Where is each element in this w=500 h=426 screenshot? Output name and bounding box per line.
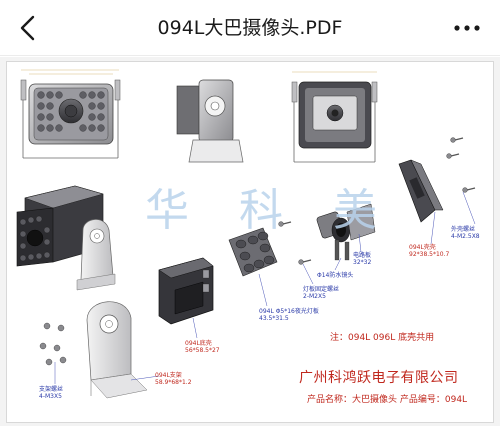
- shared-shell-note: 注：094L 096L 底壳共用: [330, 333, 435, 343]
- top-shell-part: [398, 159, 444, 223]
- assembled-camera: [16, 185, 116, 291]
- bracket-part: [86, 301, 148, 399]
- side-view: [176, 79, 244, 163]
- label-shell-screw: 外壳螺丝 4-M2.5X8: [451, 226, 480, 240]
- label-lamp-board-screw: 灯板固定螺丝 2-M2X5: [303, 286, 340, 300]
- label-bracket-screw: 支架螺丝 4-M3X5: [39, 386, 64, 400]
- top-bar: 094L大巴摄像头.PDF: [0, 0, 500, 56]
- label-bracket: 094L支架 58.9*68*1.2: [155, 372, 192, 386]
- pdf-page: 华 科 美 外壳螺丝 4-M2.5X8 094L壳壳 92*38.5*10.7 …: [6, 61, 494, 423]
- bottom-shell-part: [158, 257, 214, 325]
- lamp-board-part: [228, 227, 278, 277]
- label-lamp-board: 094L Φ5*16夜光灯板 43.5*31.5: [259, 308, 319, 322]
- label-top-shell: 094L壳壳 92*38.5*10.7: [409, 244, 450, 258]
- document-viewer[interactable]: 华 科 美 外壳螺丝 4-M2.5X8 094L壳壳 92*38.5*10.7 …: [0, 57, 500, 426]
- watermark-char: 华: [145, 185, 189, 236]
- front-view: [20, 69, 121, 159]
- company-name: 广州科鸿跃电子有限公司: [299, 370, 459, 386]
- bracket-screws: [39, 322, 67, 366]
- product-info: 产品名称：大巴摄像头 产品编号：094L: [307, 395, 468, 405]
- label-lens: Φ14防水镜头: [317, 272, 354, 279]
- watermark-char: 科: [239, 185, 283, 236]
- technical-drawing: [16, 69, 476, 399]
- watermark-char: 美: [333, 185, 377, 236]
- more-button[interactable]: [450, 15, 484, 41]
- back-button[interactable]: [14, 13, 44, 43]
- label-bottom-shell: 094L底壳 56*58.5*27: [185, 340, 220, 354]
- document-title: 094L大巴摄像头.PDF: [157, 17, 343, 39]
- more-dots-icon: [454, 25, 480, 31]
- chevron-left-icon: [20, 15, 35, 41]
- shell-screws: [278, 137, 476, 265]
- lens-part: [316, 203, 376, 261]
- back-view: [291, 71, 378, 163]
- label-pcb: 电路板 32*32: [353, 252, 372, 266]
- leader-lines: [54, 191, 476, 384]
